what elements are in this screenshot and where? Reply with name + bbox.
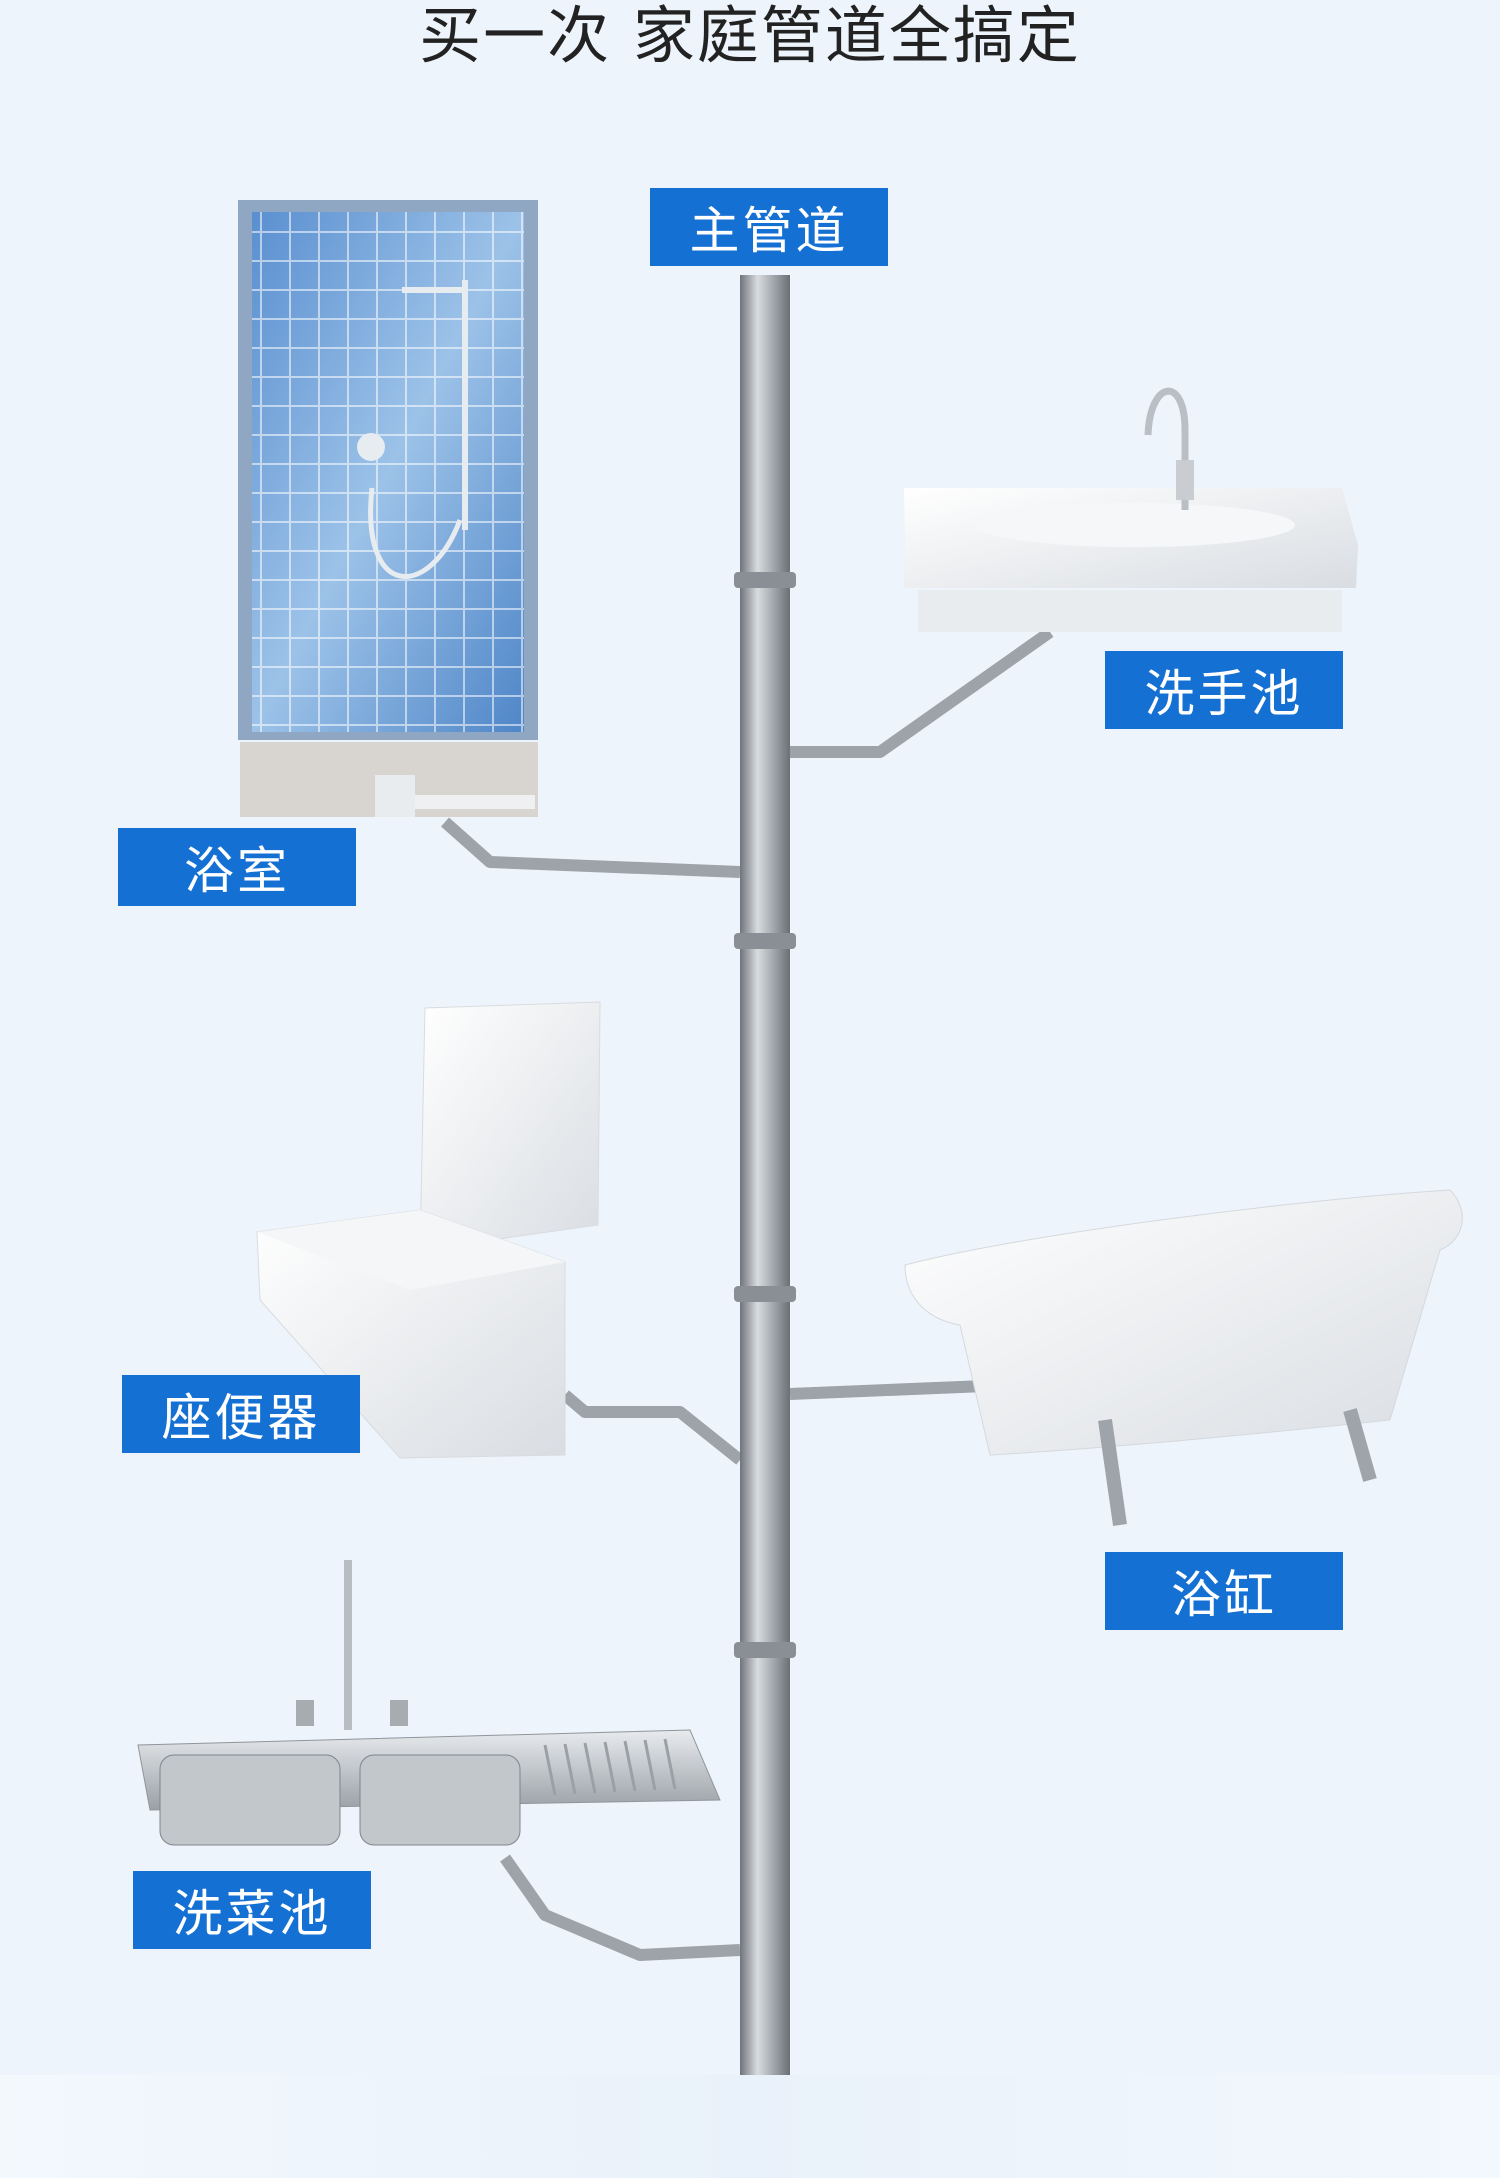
shower-icon — [238, 200, 538, 817]
sink-branch-pipe — [500, 1854, 741, 1961]
main-pipe — [740, 275, 790, 2075]
faucet-icon — [1144, 387, 1194, 510]
kitchen-sink-label: 洗菜池 — [133, 1871, 371, 1949]
bathtub-branch-pipe — [789, 1380, 986, 1400]
bathtub-label: 浴缸 — [1105, 1552, 1343, 1630]
wash-basin-icon — [904, 488, 1358, 632]
shower-branch-pipe — [441, 817, 741, 878]
wash-basin-label: 洗手池 — [1105, 651, 1343, 729]
toilet-icon — [256, 1001, 601, 1459]
kitchen-sink-icon — [137, 1560, 721, 1846]
shower-room-label: 浴室 — [118, 828, 356, 906]
bottom-band — [0, 2075, 1500, 2178]
toilet-branch-pipe — [561, 1390, 744, 1465]
pipe-joints — [734, 572, 796, 1658]
bathtub-icon — [904, 1189, 1463, 1526]
branch-pipes — [441, 627, 1054, 1961]
main-pipe-label: 主管道 — [650, 188, 888, 266]
page-title: 买一次 家庭管道全搞定 — [419, 0, 1081, 72]
toilet-label: 座便器 — [122, 1375, 360, 1453]
basin-branch-pipe — [790, 627, 1054, 758]
